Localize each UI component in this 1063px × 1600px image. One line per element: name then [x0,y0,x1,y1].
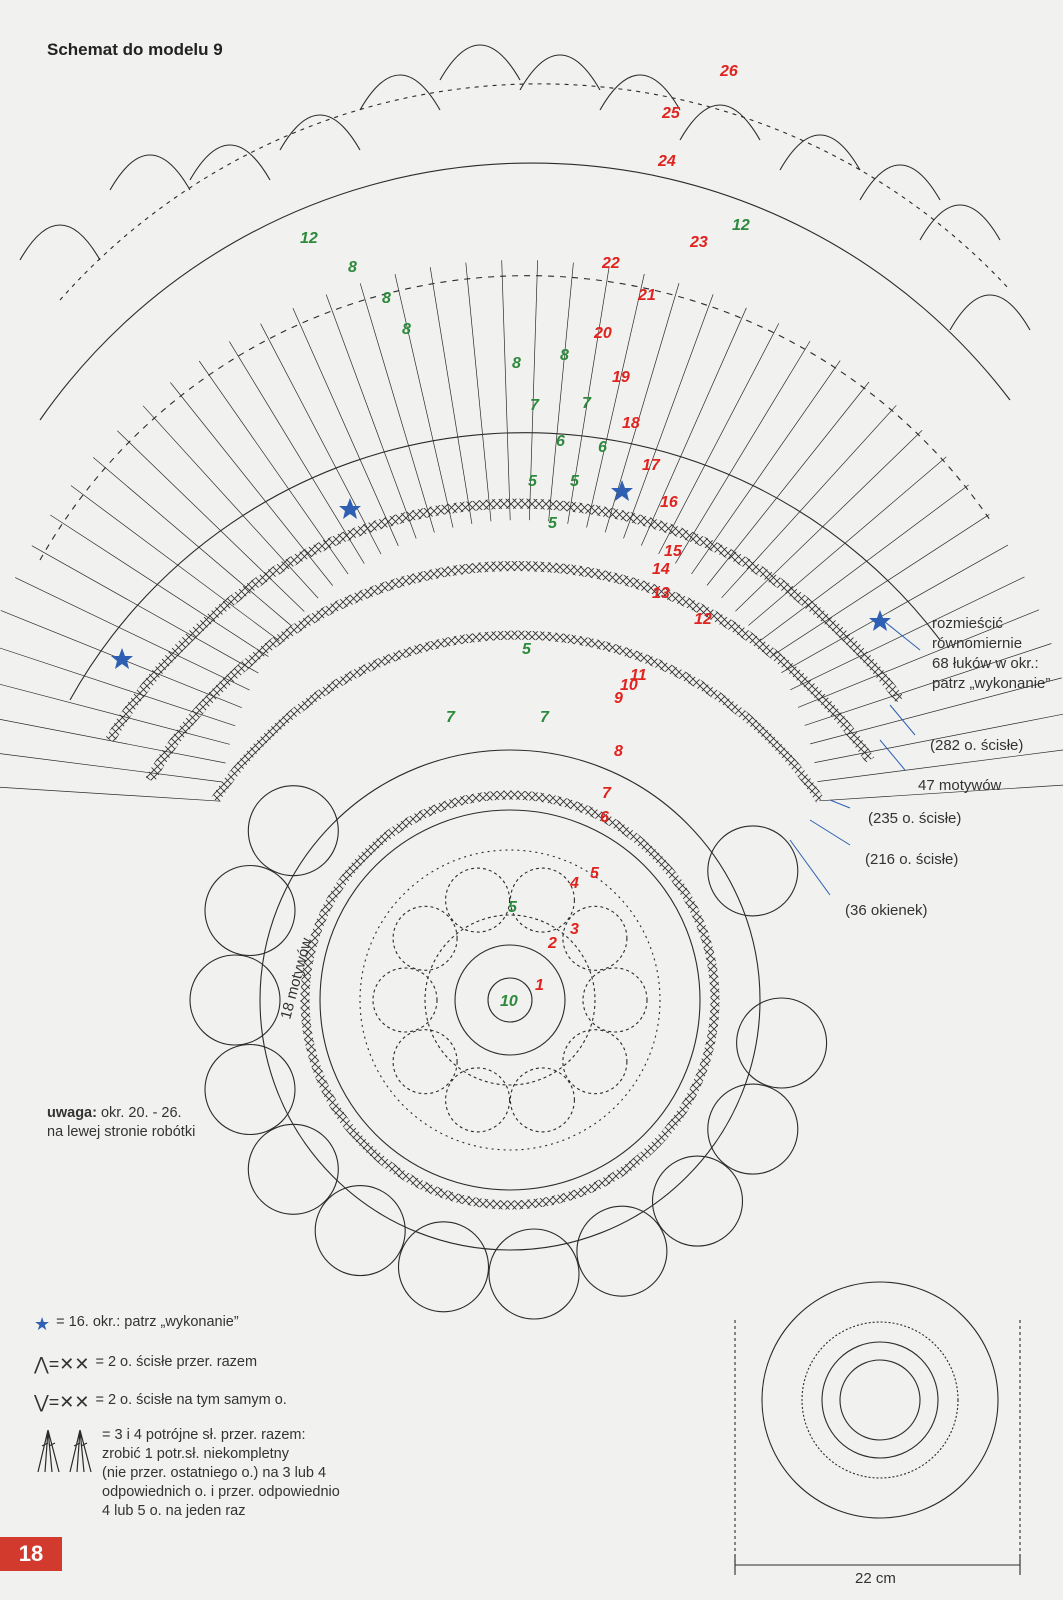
increase-icon: ⋁=✕✕ [34,1392,90,1412]
dimension-label: 22 cm [855,1570,896,1587]
row-number-red: 1 [535,977,544,994]
note-text-1: okr. 20. - 26. [96,1105,182,1121]
note-text-2: na lewej stronie robótki [47,1124,196,1140]
callout-282: (282 o. ścisłe) [930,737,1023,754]
row-number-green: 5 [570,473,580,490]
row-number-green: 7 [540,709,550,726]
row-number-red: 8 [614,743,623,760]
row-number-red: 3 [570,921,579,938]
row-number-red: 20 [593,325,612,342]
row-number-red: 4 [569,875,579,892]
row-number-red: 26 [719,63,738,80]
row-number-red: 13 [652,585,670,602]
row-number-green: 7 [582,395,592,412]
row-number-red: 15 [664,543,683,560]
row-number-red: 12 [694,611,712,628]
legend-dec-text: = 2 o. ścisłe przer. razem [95,1354,258,1370]
row-number-red: 9 [614,690,623,707]
callout-47-motifs: 47 motywów [918,777,1002,794]
legend-star: ★ = 16. okr.: patrz „wykonanie” [34,1314,239,1335]
row-number-red: 19 [612,369,630,386]
row-number-red: 16 [660,494,678,511]
note: uwaga: okr. 20. - 26. na lewej stronie r… [47,1104,195,1142]
note-label: uwaga: [47,1105,97,1121]
legend-inc: ⋁=✕✕ = 2 o. ścisłe na tym samym o. [34,1392,287,1413]
row-number-red: 17 [642,457,661,474]
row-number-green: 5 [528,473,538,490]
legend-inc-text: = 2 o. ścisłe na tym samym o. [95,1392,287,1408]
page-number: 18 [0,1537,62,1571]
legend-cluster-5: 4 lub 5 o. na jeden raz [102,1503,246,1519]
callout-216: (216 o. ścisłe) [865,851,958,868]
row-number-green: 6 [556,433,565,450]
row-number-green: 5 [508,899,518,916]
callout-235: (235 o. ścisłe) [868,810,961,827]
star-icon: ★ [34,1314,51,1334]
decrease-icon: ⋀=✕✕ [34,1354,90,1374]
row-number-green: 8 [402,321,411,338]
row-number-green: 5 [548,515,558,532]
cluster-icon [34,1426,96,1476]
legend-cluster-2: zrobić 1 potr.sł. niekompletny [102,1446,289,1462]
row-number-red: 24 [657,153,676,170]
legend-dec: ⋀=✕✕ = 2 o. ścisłe przer. razem [34,1354,257,1375]
row-number-green: 12 [300,230,318,247]
row-number-red: 22 [601,255,620,272]
row-number-green: 7 [446,709,456,726]
page-title: Schemat do modelu 9 [47,40,223,59]
row-number-red: 5 [590,865,600,882]
row-number-red: 25 [661,105,681,122]
legend-star-text: = 16. okr.: patrz „wykonanie” [56,1314,239,1330]
callout-distribute-2: równomiernie [932,635,1022,652]
legend-cluster-3: (nie przer. ostatniego o.) na 3 lub 4 [102,1465,327,1481]
callout-distribute-4: patrz „wykonanie” [932,675,1050,692]
row-number-red: 2 [547,935,557,952]
legend-cluster-4: odpowiednich o. i przer. odpowiednio [102,1484,340,1500]
callout-36-windows: (36 okienek) [845,902,928,919]
row-number-green: 8 [560,347,569,364]
row-number-red: 14 [652,561,670,578]
row-number-red: 21 [637,287,656,304]
row-number-red: 18 [622,415,640,432]
row-number-green: 12 [732,217,750,234]
legend-cluster-1: = 3 i 4 potrójne sł. przer. razem: [102,1427,306,1443]
row-number-green: 6 [598,439,607,456]
callout-distribute-3: 68 łuków w okr.: [932,655,1039,672]
legend-cluster: = 3 i 4 potrójne sł. przer. razem: zrobi… [34,1426,340,1521]
row-number-red: 6 [600,809,609,826]
row-number-green: 8 [512,355,521,372]
row-number-green: 10 [500,993,518,1010]
row-number-green: 7 [530,397,540,414]
row-number-green: 8 [382,290,391,307]
row-number-red: 11 [630,667,647,684]
row-number-red: 7 [602,785,612,802]
row-number-red: 10 [620,677,638,694]
callout-distribute-1: rozmieścić [932,615,1003,632]
row-number-red: 23 [689,234,708,251]
row-number-green: 5 [522,641,532,658]
row-number-green: 8 [348,259,357,276]
